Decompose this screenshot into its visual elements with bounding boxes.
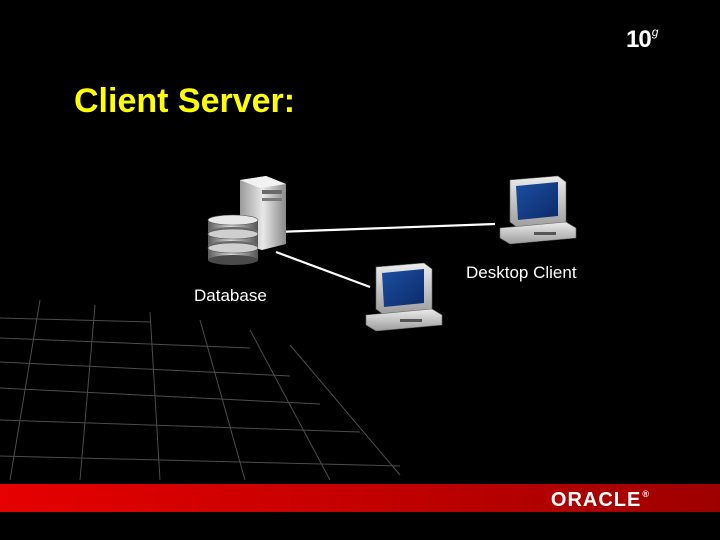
slide-title: Client Server: <box>74 82 296 120</box>
version-main: 10 <box>626 26 652 53</box>
desktop-client-label: Desktop Client <box>466 263 577 282</box>
database-server-icon <box>207 176 286 265</box>
desktop-computer-icon <box>499 175 577 245</box>
edge-database-desktop-bottom <box>275 250 371 289</box>
oracle-logo-reg: ® <box>642 489 650 499</box>
footer-bar <box>0 484 720 512</box>
desktop-computer-icon <box>365 262 443 332</box>
oracle-logo-text: ORACLE <box>550 489 642 511</box>
oracle-logo: ORACLE® <box>551 489 650 512</box>
version-badge: 10g <box>626 25 659 54</box>
version-sup: g <box>651 25 659 39</box>
database-label: Database <box>194 286 267 305</box>
edge-database-desktop-top <box>275 222 496 234</box>
